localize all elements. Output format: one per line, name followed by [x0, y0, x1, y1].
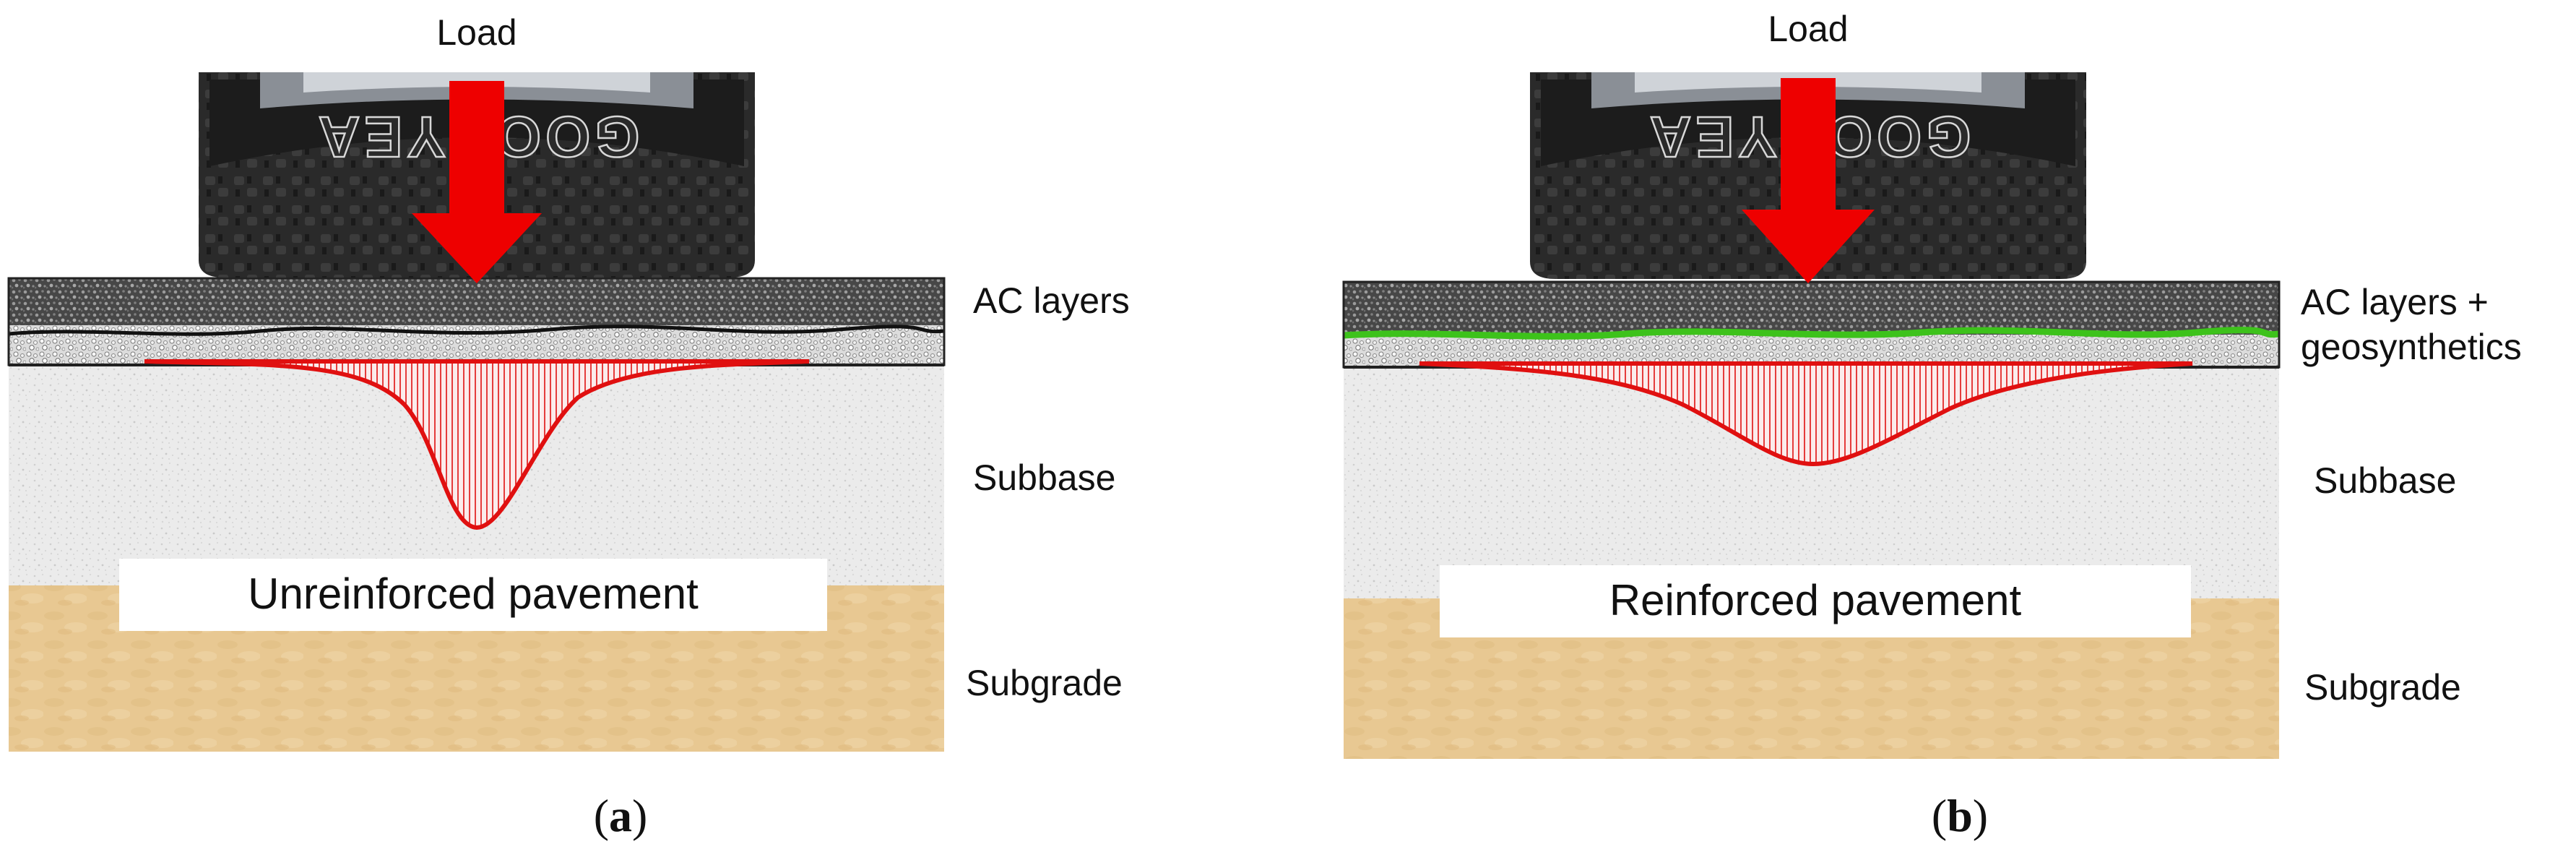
ac-layers-label: AC layers: [973, 280, 1130, 321]
ac-layers-label: AC layers +: [2301, 282, 2489, 322]
load-arrow: [1742, 78, 1875, 283]
subbase-label: Subbase: [973, 457, 1115, 498]
subgrade-label: Subgrade: [2304, 667, 2461, 708]
stress-distribution-curve: [1419, 361, 2193, 467]
stress-distribution-curve: [144, 359, 810, 530]
subgrade-label: Subgrade: [966, 663, 1123, 703]
panel-caption: (b): [1932, 790, 1988, 841]
geosynthetic-layer: [1343, 327, 2280, 340]
load-label: Load: [1768, 9, 1848, 49]
pavement-banner-box: [119, 559, 827, 631]
pavement-banner-box: [1440, 565, 2191, 637]
caption-close: ): [1973, 790, 1988, 841]
caption-letter: a: [609, 790, 632, 841]
caption-close: ): [632, 790, 647, 841]
panel-a: GOODYEA Unreinforced pavement Load AC la…: [7, 12, 1130, 841]
load-arrow: [412, 81, 542, 283]
asphalt-layer: [9, 278, 944, 325]
caption-open: (: [594, 790, 609, 841]
asphalt-layer: [1344, 282, 2279, 335]
load-label: Load: [436, 12, 517, 53]
pavement-banner: Unreinforced pavement: [248, 570, 699, 618]
pavement-banner: Reinforced pavement: [1609, 576, 2022, 624]
layer-interface-line: [8, 325, 945, 336]
panel-caption: (a): [594, 790, 648, 841]
panel-b: GOODYEA Reinforced pavement Load AC laye…: [1342, 9, 2522, 841]
caption-letter: b: [1947, 790, 1973, 841]
ac-layers-extra-label: geosynthetics: [2301, 327, 2522, 367]
caption-open: (: [1932, 790, 1947, 841]
subbase-label: Subbase: [2314, 460, 2456, 501]
